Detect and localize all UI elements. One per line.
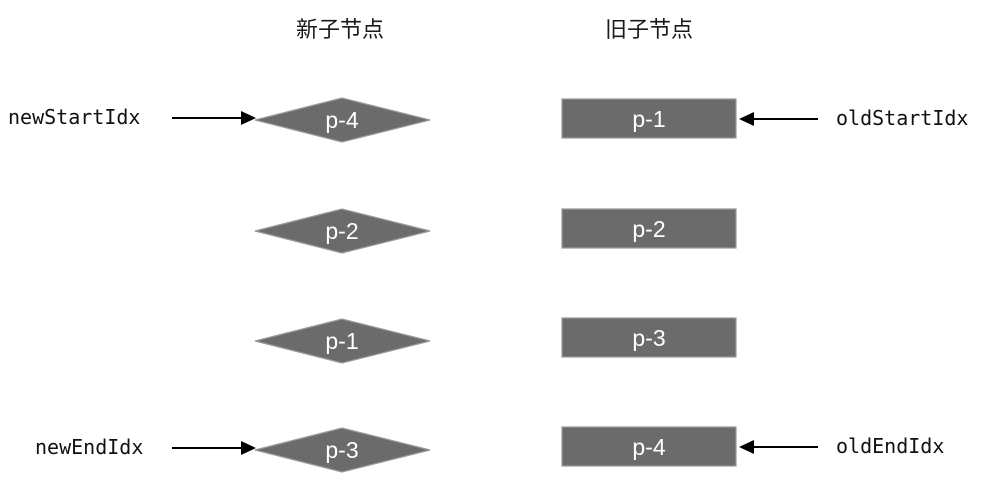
old-node-shape — [561, 98, 737, 139]
old-node-label: p-2 — [632, 216, 665, 242]
new-node-label: p-3 — [325, 437, 358, 463]
old-node-shape — [561, 426, 737, 467]
old-node: p-4 — [561, 426, 737, 467]
new-node-label: p-2 — [325, 218, 358, 244]
old-start-idx-label: oldStartIdx — [836, 106, 968, 130]
old-node: p-3 — [561, 317, 737, 358]
old-node-label: p-4 — [632, 434, 665, 460]
new-start-arrow-head-icon — [241, 111, 256, 125]
new-end-arrow-head-icon — [241, 441, 256, 455]
old-node: p-2 — [561, 208, 737, 249]
new-node-shape — [254, 97, 431, 143]
new-node: p-2 — [254, 208, 431, 254]
new-start-idx-label: newStartIdx — [8, 105, 140, 129]
old-start-arrow-head-icon — [739, 112, 754, 126]
old-children-title: 旧子节点 — [605, 18, 693, 43]
old-end-arrow-head-icon — [739, 440, 754, 454]
new-node-label: p-1 — [325, 328, 358, 354]
old-end-idx-label: oldEndIdx — [836, 434, 944, 458]
old-node-label: p-3 — [632, 325, 665, 351]
old-node-shape — [561, 317, 737, 358]
new-node-shape — [254, 427, 431, 473]
old-node: p-1 — [561, 98, 737, 139]
new-end-idx-label: newEndIdx — [35, 435, 143, 459]
new-node-shape — [254, 318, 431, 364]
new-node: p-4 — [254, 97, 431, 143]
old-node-label: p-1 — [632, 106, 665, 132]
new-node-label: p-4 — [325, 107, 358, 133]
new-node: p-1 — [254, 318, 431, 364]
new-node: p-3 — [254, 427, 431, 473]
old-node-shape — [561, 208, 737, 249]
new-children-title: 新子节点 — [296, 18, 384, 43]
new-node-shape — [254, 208, 431, 254]
